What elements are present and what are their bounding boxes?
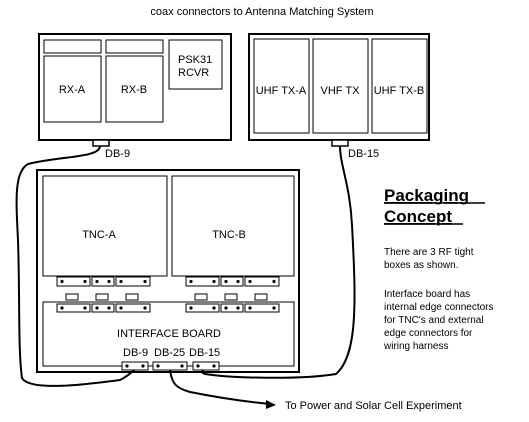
psk31-label: PSK31 xyxy=(178,54,212,66)
uhf-tx-a-label: UHF TX-A xyxy=(256,85,307,97)
power-caption: To Power and Solar Cell Experiment xyxy=(285,400,462,412)
uhf-tx-b-label: UHF TX-B xyxy=(374,85,425,97)
receiver-db9-connector xyxy=(92,139,110,147)
db15-edge-connector xyxy=(192,361,220,371)
tnc-box: TNC-A TNC-B xyxy=(36,169,300,373)
interface-db9-label: DB-9 xyxy=(123,347,148,359)
rx-b-module xyxy=(105,55,164,123)
note2-line4: edge connectors for xyxy=(384,328,473,339)
tnc-b-edge-connectors xyxy=(185,276,280,287)
transmitter-db15-label: DB-15 xyxy=(348,148,379,160)
transmitter-db15-connector xyxy=(331,139,349,147)
rx-b-connector-slot xyxy=(105,39,164,54)
wiring-harness xyxy=(15,145,356,405)
interface-board-label: INTERFACE BOARD xyxy=(117,328,221,340)
note2-line3: for TNC's and external xyxy=(384,315,484,326)
receiver-box: RX-A RX-B PSK31 RCVR DB-9 xyxy=(38,33,232,160)
vhf-tx-label: VHF TX xyxy=(321,85,361,97)
interface-db25-label: DB-25 xyxy=(154,347,185,359)
note2-line1: Interface board has xyxy=(384,289,470,300)
tnc-a-module xyxy=(42,175,168,277)
tnc-a-label: TNC-A xyxy=(82,229,116,241)
rx-b-label: RX-B xyxy=(121,84,147,96)
interface-board-top-connectors xyxy=(56,303,280,313)
db9-cable xyxy=(15,145,135,387)
transmitter-box: UHF TX-A VHF TX UHF TX-B DB-15 xyxy=(248,33,430,160)
uhf-tx-a-module xyxy=(253,38,310,134)
vhf-tx-module xyxy=(312,38,369,134)
uhf-tx-b-module xyxy=(371,38,428,134)
antenna-caption: coax connectors to Antenna Matching Syst… xyxy=(150,6,373,18)
concept-title-line1: Packaging xyxy=(384,186,469,205)
note2-line2: internal edge connectors xyxy=(384,302,494,313)
board-links xyxy=(65,293,268,301)
tnc-a-edge-connectors xyxy=(56,276,151,287)
interface-db15-label: DB-15 xyxy=(189,347,220,359)
arrow-head-icon xyxy=(266,400,276,409)
note2-line5: wiring harness xyxy=(383,341,448,352)
note1-line1: There are 3 RF tight xyxy=(384,247,474,258)
psk31-receiver-module xyxy=(168,39,223,90)
tnc-b-module xyxy=(171,175,295,277)
rx-a-connector-slot xyxy=(43,39,102,54)
rx-a-module xyxy=(43,55,102,123)
external-edge-connectors xyxy=(121,361,220,371)
concept-title-line2: Concept xyxy=(384,207,452,226)
note1-line2: boxes as shown. xyxy=(384,260,459,271)
tnc-b-label: TNC-B xyxy=(212,229,246,241)
interface-board xyxy=(42,301,295,367)
rcvr-label: RCVR xyxy=(178,67,209,79)
rx-a-label: RX-A xyxy=(59,84,86,96)
receiver-db9-label: DB-9 xyxy=(105,148,130,160)
db15-cable xyxy=(201,145,356,379)
db9-edge-connector xyxy=(121,361,149,371)
power-cable xyxy=(169,369,273,405)
